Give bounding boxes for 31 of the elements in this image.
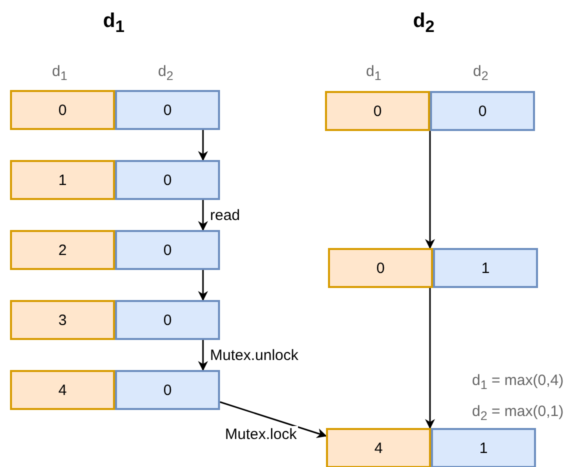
vector-cell: 0 xyxy=(430,91,535,131)
arrow xyxy=(425,288,435,429)
formula-text: d$_{2}$ = max(0,1) xyxy=(472,403,564,423)
arrow xyxy=(425,131,435,249)
formula-text: d$_{1}$ = max(0,4) xyxy=(472,372,564,392)
arrow xyxy=(198,270,208,301)
vector-cell: 1 xyxy=(10,160,115,200)
column-header: d$_{1}$ xyxy=(366,63,382,83)
arrow xyxy=(198,200,208,231)
vector-cell: 4 xyxy=(326,428,431,467)
vector-cell: 1 xyxy=(431,428,536,467)
column-header: d$_{2}$ xyxy=(158,63,174,83)
column-header: d$_{2}$ xyxy=(473,63,488,83)
vector-cell: 0 xyxy=(328,248,433,288)
arrow xyxy=(198,340,208,371)
vector-cell: 0 xyxy=(115,160,220,200)
vector-cell: 0 xyxy=(115,300,220,340)
column-title: d$_{2}$ xyxy=(413,10,434,37)
vector-cell: 0 xyxy=(115,90,220,130)
vector-cell: 0 xyxy=(115,230,220,270)
vector-cell: 3 xyxy=(10,300,115,340)
vector-cell: 0 xyxy=(10,90,115,130)
vector-cell: 0 xyxy=(115,370,220,410)
vector-cell: 4 xyxy=(10,370,115,410)
vector-cell: 0 xyxy=(325,91,430,131)
arrow xyxy=(220,401,327,438)
column-header: d$_{1}$ xyxy=(52,63,68,83)
vector-cell: 2 xyxy=(10,230,115,270)
arrow xyxy=(198,130,208,161)
vector-cell: 1 xyxy=(433,248,538,288)
column-title: d$_{1}$ xyxy=(103,10,124,37)
